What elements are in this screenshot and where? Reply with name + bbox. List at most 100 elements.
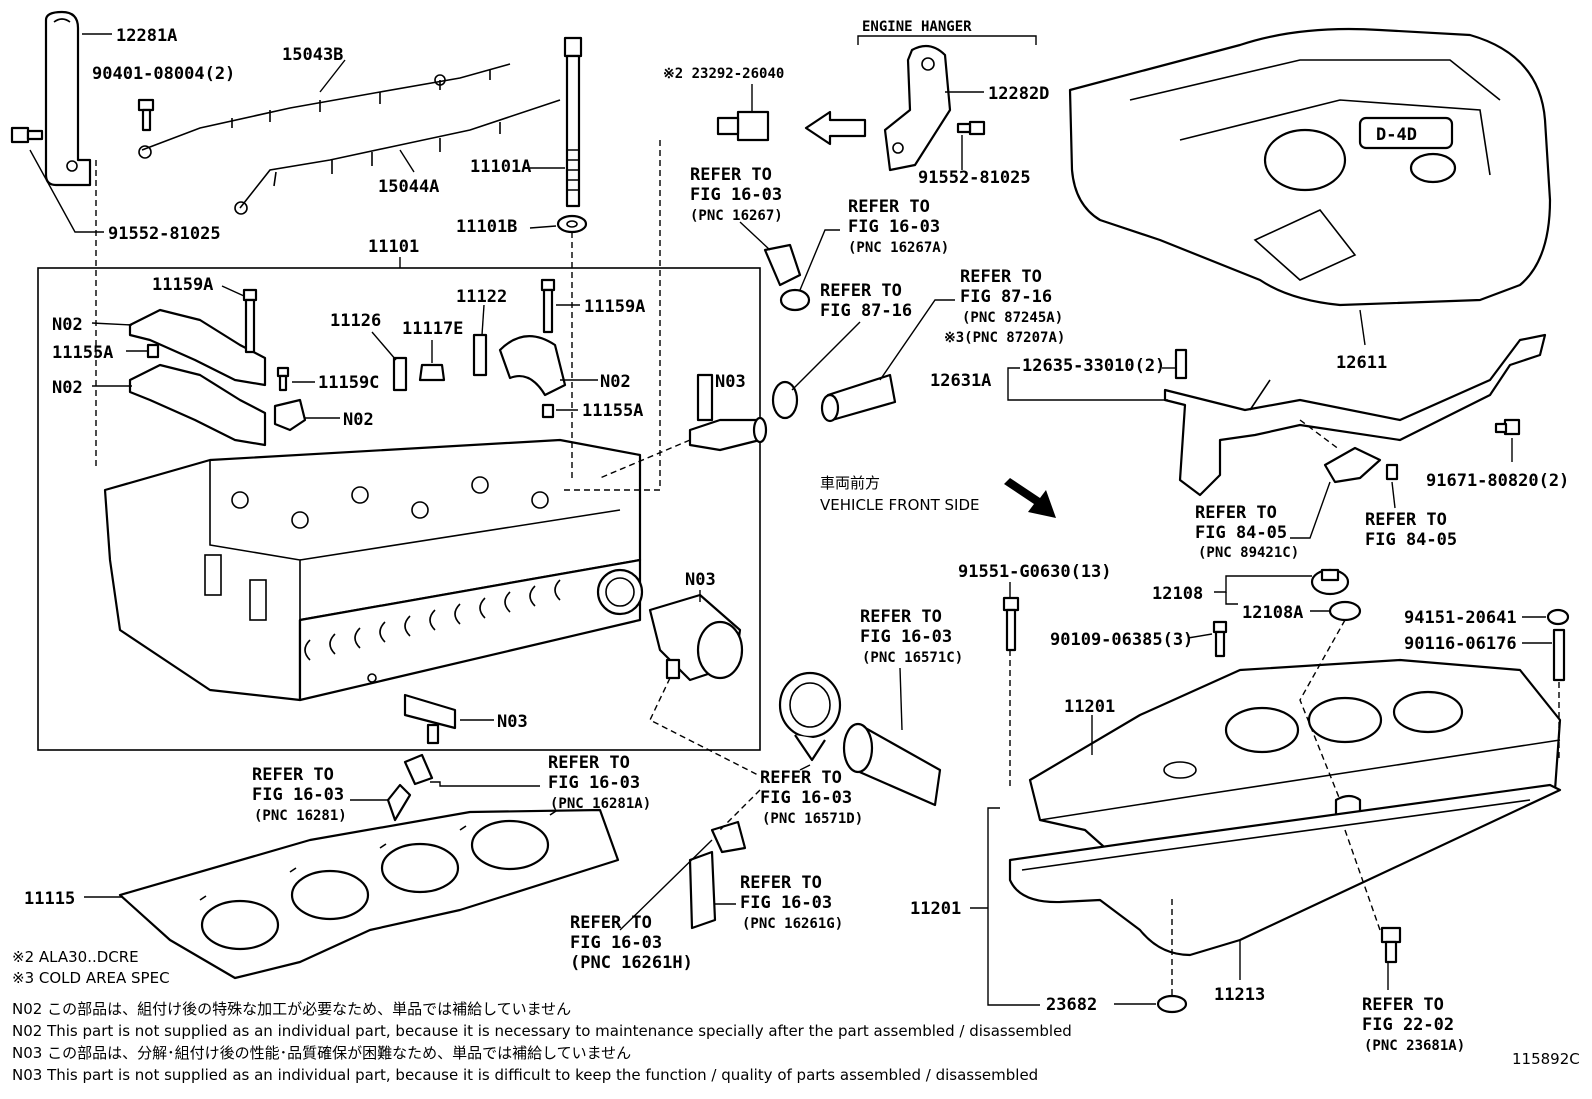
label-N03-3: N03 [497,712,528,732]
diagram-id: 115892C [1512,1050,1580,1068]
svg-text:FIG 87-16: FIG 87-16 [820,301,912,321]
water-pipe-N03-b [648,593,744,682]
bolt-11159A-a [242,288,258,354]
ref-16261H: REFER TO FIG 16-03 (PNC 16261H) [570,913,693,973]
svg-text:(PNC 16281A): (PNC 16281A) [550,796,651,812]
label-11155A-1: 11155A [52,343,113,363]
label-11159A-2: 11159A [584,297,645,317]
svg-text:REFER TO: REFER TO [860,607,942,627]
svg-text:FIG 16-03: FIG 16-03 [548,773,640,793]
clamp-16267A [779,288,811,312]
label-11159C: 11159C [318,373,379,393]
label-11117E: 11117E [402,319,463,339]
ref-23681A: REFER TO FIG 22-02 (PNC 23681A) [1362,995,1465,1054]
cam-cap-N02-b [128,363,267,447]
svg-text:FIG 16-03: FIG 16-03 [760,788,852,808]
head-bolt-11101A [563,36,583,208]
bracket-12631A [1163,333,1547,497]
svg-text:REFER TO: REFER TO [760,768,842,788]
plug-11117E [418,363,446,382]
engine-hook-12281A [44,10,92,187]
ref-8716: REFER TO FIG 87-16 [820,281,912,321]
svg-text:FIG 84-05: FIG 84-05 [1365,530,1457,550]
sensor-N03-c [403,693,457,745]
label-15043B: 15043B [282,45,343,65]
svg-text:(PNC 23681A): (PNC 23681A) [1364,1038,1465,1054]
label-11101: 11101 [368,237,419,257]
svg-text:(PNC 87245A): (PNC 87245A) [962,310,1063,326]
note-N02-jp: N02 この部品は、組付け後の特殊な加工が必要なため、単品では補給していません [12,1000,571,1018]
svg-text:(PNC 16281): (PNC 16281) [254,808,347,824]
cylinder-head-11101 [103,438,644,702]
svg-text:REFER TO: REFER TO [252,765,334,785]
cover-badge: D-4D [1376,125,1417,145]
cam-cap-N02-c [273,398,307,432]
label-91551: 91551-G0630(13) [958,562,1112,582]
label-12108A: 12108A [1242,603,1303,623]
engine-cover-12611 [1068,27,1552,307]
vacuum-tube-23292 [716,110,770,142]
label-90401: 90401-08004(2) [92,64,235,84]
label-11122: 11122 [456,287,507,307]
note-N03-jp: N03 この部品は、分解･組付け後の性能･品質確保が困難なため、単品では補給して… [12,1044,631,1062]
hose-16261 [688,820,747,930]
label-12282D: 12282D [988,84,1049,104]
label-N02-1: N02 [52,315,83,335]
ref-16261G: REFER TO FIG 16-03 (PNC 16261G) [740,873,843,932]
ref-8405: REFER TO FIG 84-05 [1365,510,1457,550]
svg-text:(PNC 16571D): (PNC 16571D) [762,811,863,827]
svg-text:REFER TO: REFER TO [1195,503,1277,523]
bolt-8405 [1385,463,1399,481]
svg-text:FIG 16-03: FIG 16-03 [848,217,940,237]
bolt-91551 [1002,596,1020,652]
svg-text:REFER TO: REFER TO [740,873,822,893]
pipe-11122 [472,333,488,377]
label-11155A-2: 11155A [582,401,643,421]
label-12108: 12108 [1152,584,1203,604]
stud-90116 [1552,628,1566,682]
stud-90109 [1212,620,1228,658]
svg-text:REFER TO: REFER TO [820,281,902,301]
label-91552-hanger: 91552-81025 [918,168,1031,188]
label-11213: 11213 [1214,985,1265,1005]
vehicle-front-jp: 車両前方 [820,474,880,492]
svg-text:FIG 16-03: FIG 16-03 [740,893,832,913]
footnote-2: ※2 ALA30..DCRE [12,948,139,966]
washer-11101B [556,214,588,234]
label-12281A: 12281A [116,26,177,46]
gasket-12108A [1328,600,1362,622]
svg-text:REFER TO: REFER TO [1362,995,1444,1015]
svg-text:※3(PNC 87207A): ※3(PNC 87207A) [944,330,1065,346]
svg-text:REFER TO: REFER TO [960,267,1042,287]
label-12635: 12635-33010(2) [1022,356,1165,376]
label-23682: 23682 [1046,995,1097,1015]
svg-text:(PNC 16571C): (PNC 16571C) [862,650,963,666]
svg-text:(PNC 16267): (PNC 16267) [690,208,783,224]
label-engine-hanger: ENGINE HANGER [862,19,972,35]
label-11201-side: 11201 [910,899,961,919]
bolt-11159A-b [540,278,556,334]
note-N03-en: N03 This part is not supplied as an indi… [12,1066,1038,1084]
svg-text:FIG 16-03: FIG 16-03 [860,627,952,647]
stud-12635 [1174,348,1188,380]
clamp-8716 [771,380,799,420]
hose-end-16281A [403,753,434,786]
ref-16281: REFER TO FIG 16-03 (PNC 16281) [252,765,347,824]
bolt-90401 [137,98,155,132]
label-11101A: 11101A [470,157,531,177]
oil-filler-cap-12108 [1310,568,1350,596]
svg-text:FIG 16-03: FIG 16-03 [570,933,662,953]
svg-text:FIG 16-03: FIG 16-03 [252,785,344,805]
label-N02-2: N02 [52,378,83,398]
label-N03-2: N03 [685,570,716,590]
svg-text:(PNC 16261H): (PNC 16261H) [570,953,693,973]
svg-text:(PNC 16267A): (PNC 16267A) [848,240,949,256]
svg-text:REFER TO: REFER TO [690,165,772,185]
note-N02-en: N02 This part is not supplied as an indi… [12,1022,1072,1040]
svg-text:(PNC 16261G): (PNC 16261G) [742,916,843,932]
direction-arrow-icon [804,110,867,146]
label-N03-1: N03 [715,372,746,392]
bolt-11159C [276,366,290,392]
label-N02-4: N02 [600,372,631,392]
